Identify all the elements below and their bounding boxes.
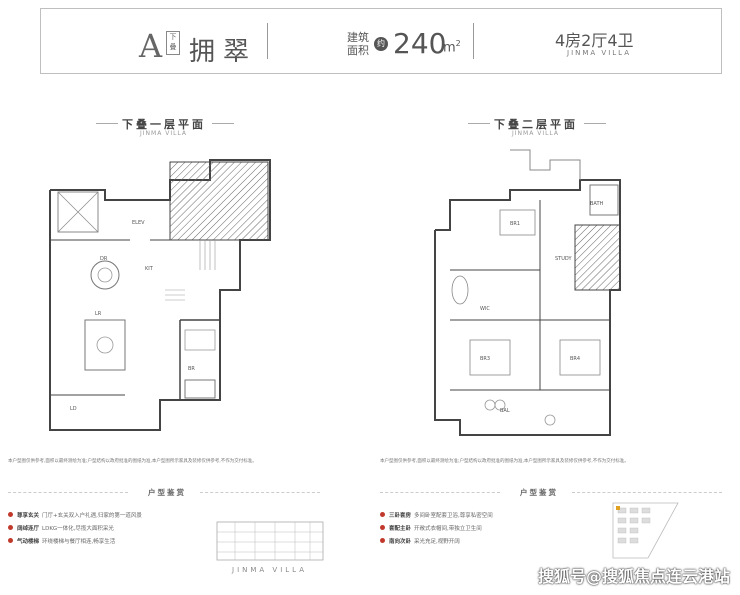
room-label: BR4 bbox=[570, 356, 580, 362]
bullet-icon bbox=[380, 538, 385, 543]
title-line bbox=[96, 123, 118, 124]
features-list-right: 三卧套房多间卧室配套卫浴,尊享私密空间 套配主卧开敞式衣帽间,带独立卫生间 南向… bbox=[380, 508, 493, 547]
room-label: BR bbox=[188, 366, 195, 372]
feature-item: 气动楼梯环绕楼梯与餐厅相连,畅享生活 bbox=[8, 534, 142, 547]
disclaimer-right: 本户型图仅供参考,面积以最终测绘为准;户型结构以政府批准的图纸为准,本户型图所示… bbox=[380, 459, 629, 464]
area-approx-badge: 约 bbox=[374, 37, 388, 51]
disclaimer-left: 本户型图仅供参考,面积以最终测绘为准;户型结构以政府批准的图纸为准,本户型图所示… bbox=[8, 459, 257, 464]
unit-letter: A bbox=[139, 27, 163, 65]
feature-item: 三卧套房多间卧室配套卫浴,尊享私密空间 bbox=[380, 508, 493, 521]
features-title-right: 户型鉴赏 bbox=[520, 488, 558, 497]
floor1-title: 下叠一层平面 bbox=[122, 118, 206, 131]
room-label: STUDY bbox=[555, 256, 572, 262]
header-banner: A 下叠 拥翠 建筑面积 约 240 m2 4房2厅4卫 JINMA VILLA bbox=[40, 8, 722, 74]
bullet-icon bbox=[8, 525, 13, 530]
area-unit: m2 bbox=[443, 39, 461, 56]
bullet-icon bbox=[380, 525, 385, 530]
bullet-icon bbox=[380, 512, 385, 517]
divider bbox=[380, 492, 500, 493]
watermark: 搜狐号@搜狐焦点连云港站 bbox=[537, 567, 730, 586]
feature-item: 套配主卧开敞式衣帽间,带独立卫生间 bbox=[380, 521, 493, 534]
divider bbox=[8, 492, 128, 493]
room-label: ELEV bbox=[132, 220, 145, 226]
features-title-left: 户型鉴赏 bbox=[148, 488, 186, 497]
title-line bbox=[212, 123, 234, 124]
area-label: 建筑面积 bbox=[347, 31, 369, 57]
title-line bbox=[468, 123, 490, 124]
feature-item: 南向次卧采光充足,视野开阔 bbox=[380, 534, 493, 547]
room-label: BR3 bbox=[480, 356, 490, 362]
building-label: JINMA VILLA bbox=[232, 566, 308, 574]
room-label: BATH bbox=[590, 201, 604, 207]
floor2-subtitle: JINMA VILLA bbox=[512, 130, 560, 137]
divider bbox=[200, 492, 320, 493]
area-value: 240 bbox=[393, 27, 447, 60]
room-label: BR1 bbox=[510, 221, 520, 227]
bullet-icon bbox=[8, 538, 13, 543]
floor1-plan: ELEV DR LR BR LD KIT bbox=[49, 159, 271, 431]
room-label: LD bbox=[70, 406, 77, 412]
floor2-title: 下叠二层平面 bbox=[494, 118, 578, 131]
room-label: DR bbox=[100, 256, 108, 262]
layout-subtitle: JINMA VILLA bbox=[567, 49, 632, 57]
layout-text: 4房2厅4卫 bbox=[555, 31, 634, 50]
divider bbox=[572, 492, 722, 493]
room-label: WIC bbox=[480, 306, 490, 312]
header-divider bbox=[473, 23, 474, 59]
unit-badge: 下叠 bbox=[166, 31, 180, 55]
location-marker-icon bbox=[616, 506, 620, 510]
room-label: BAL bbox=[500, 408, 510, 414]
bullet-icon bbox=[8, 512, 13, 517]
floor1-subtitle: JINMA VILLA bbox=[140, 130, 188, 137]
unit-name: 拥翠 bbox=[189, 37, 258, 67]
floor2-plan: BR1 BR3 WIC BAL STUDY BR4 BATH bbox=[434, 149, 621, 436]
room-label: LR bbox=[95, 311, 102, 317]
building-elevation bbox=[216, 521, 324, 561]
site-map bbox=[612, 502, 679, 559]
title-line bbox=[584, 123, 606, 124]
room-label: KIT bbox=[145, 266, 154, 272]
feature-item: 尊享玄关门厅+玄关双入户礼遇,归家的第一道风景 bbox=[8, 508, 142, 521]
header-divider bbox=[267, 23, 268, 59]
